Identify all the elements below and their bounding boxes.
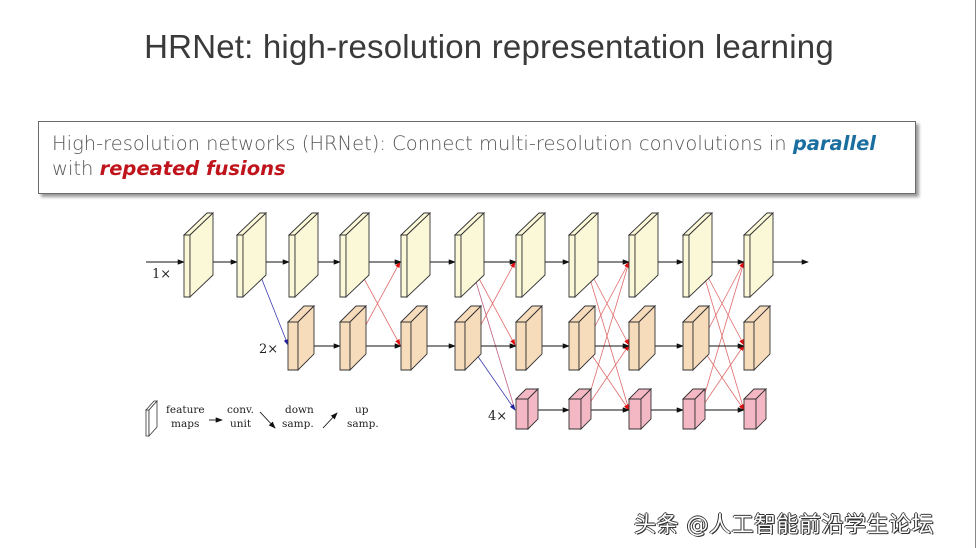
callout-line2: with (52, 157, 100, 180)
slide-title: HRNet: high-resolution representation le… (144, 28, 834, 65)
legend-up-label-2: samp. (347, 418, 379, 430)
up-samp-arrow-icon (322, 412, 338, 429)
row-label-4x: 4× (488, 409, 507, 424)
legend-feature-label-1: feature (166, 404, 205, 416)
legend-up-label-1: up (355, 404, 369, 416)
legend-conv-label-2: unit (230, 418, 252, 430)
summary-callout: High-resolution networks (HRNet): Connec… (38, 121, 916, 194)
emphasis-parallel: parallel (792, 132, 876, 155)
legend-down-label-2: samp. (282, 418, 314, 430)
callout-text: High-resolution networks (HRNet): Connec… (52, 131, 876, 181)
legend-feature-label-2: maps (171, 418, 199, 430)
watermark: 头条 @人工智能前沿学生论坛 (634, 513, 934, 538)
legend-conv-label-1: conv. (227, 404, 254, 416)
row1-blocks (183, 212, 774, 298)
legend: feature maps conv. unit down samp. up sa… (145, 399, 379, 438)
callout-line1: High-resolution networks (HRNet): Connec… (52, 132, 793, 155)
emphasis-repeated-fusions: repeated fusions (99, 157, 286, 180)
row-label-1x: 1× (152, 267, 171, 282)
legend-down-label-1: down (285, 404, 314, 416)
slide-right-border (975, 0, 976, 548)
feature-maps-icon (145, 399, 158, 438)
row3-blocks (515, 388, 767, 430)
row-label-2x: 2× (259, 342, 278, 357)
row2-blocks (287, 305, 771, 371)
down-samp-arrow-icon (259, 411, 276, 429)
